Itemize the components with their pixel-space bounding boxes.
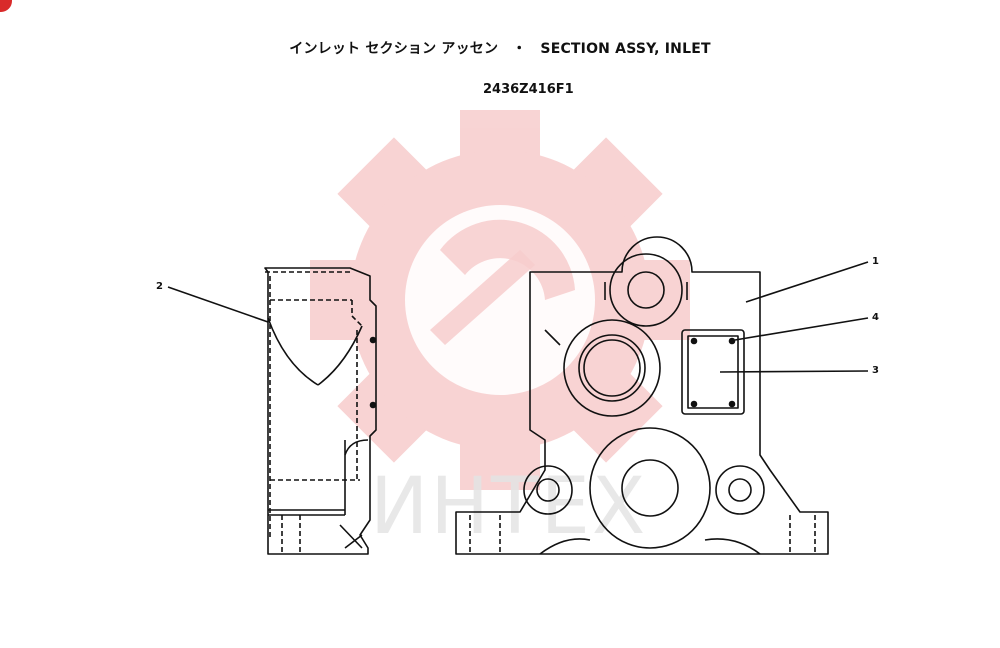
part-number: 2436Z416F1 <box>483 82 574 97</box>
title-english: SECTION ASSY, INLET <box>540 41 711 57</box>
title-separator: ・ <box>512 41 527 57</box>
leader-line-1 <box>745 261 869 303</box>
leader-line-2 <box>167 286 269 323</box>
callout-3: 3 <box>872 365 879 376</box>
watermark-text: ИНТЕХ <box>370 462 648 552</box>
callout-4: 4 <box>872 312 879 323</box>
front-view <box>455 236 829 555</box>
side-view <box>264 267 377 555</box>
leader-line-3 <box>719 370 869 373</box>
callout-1: 1 <box>872 256 879 267</box>
title-japanese: インレット セクション アッセン <box>289 41 499 57</box>
drawing-title: インレット セクション アッセン・ SECTION ASSY, INLET <box>0 38 1000 58</box>
callout-2: 2 <box>156 281 163 292</box>
leader-line-4 <box>734 317 869 341</box>
